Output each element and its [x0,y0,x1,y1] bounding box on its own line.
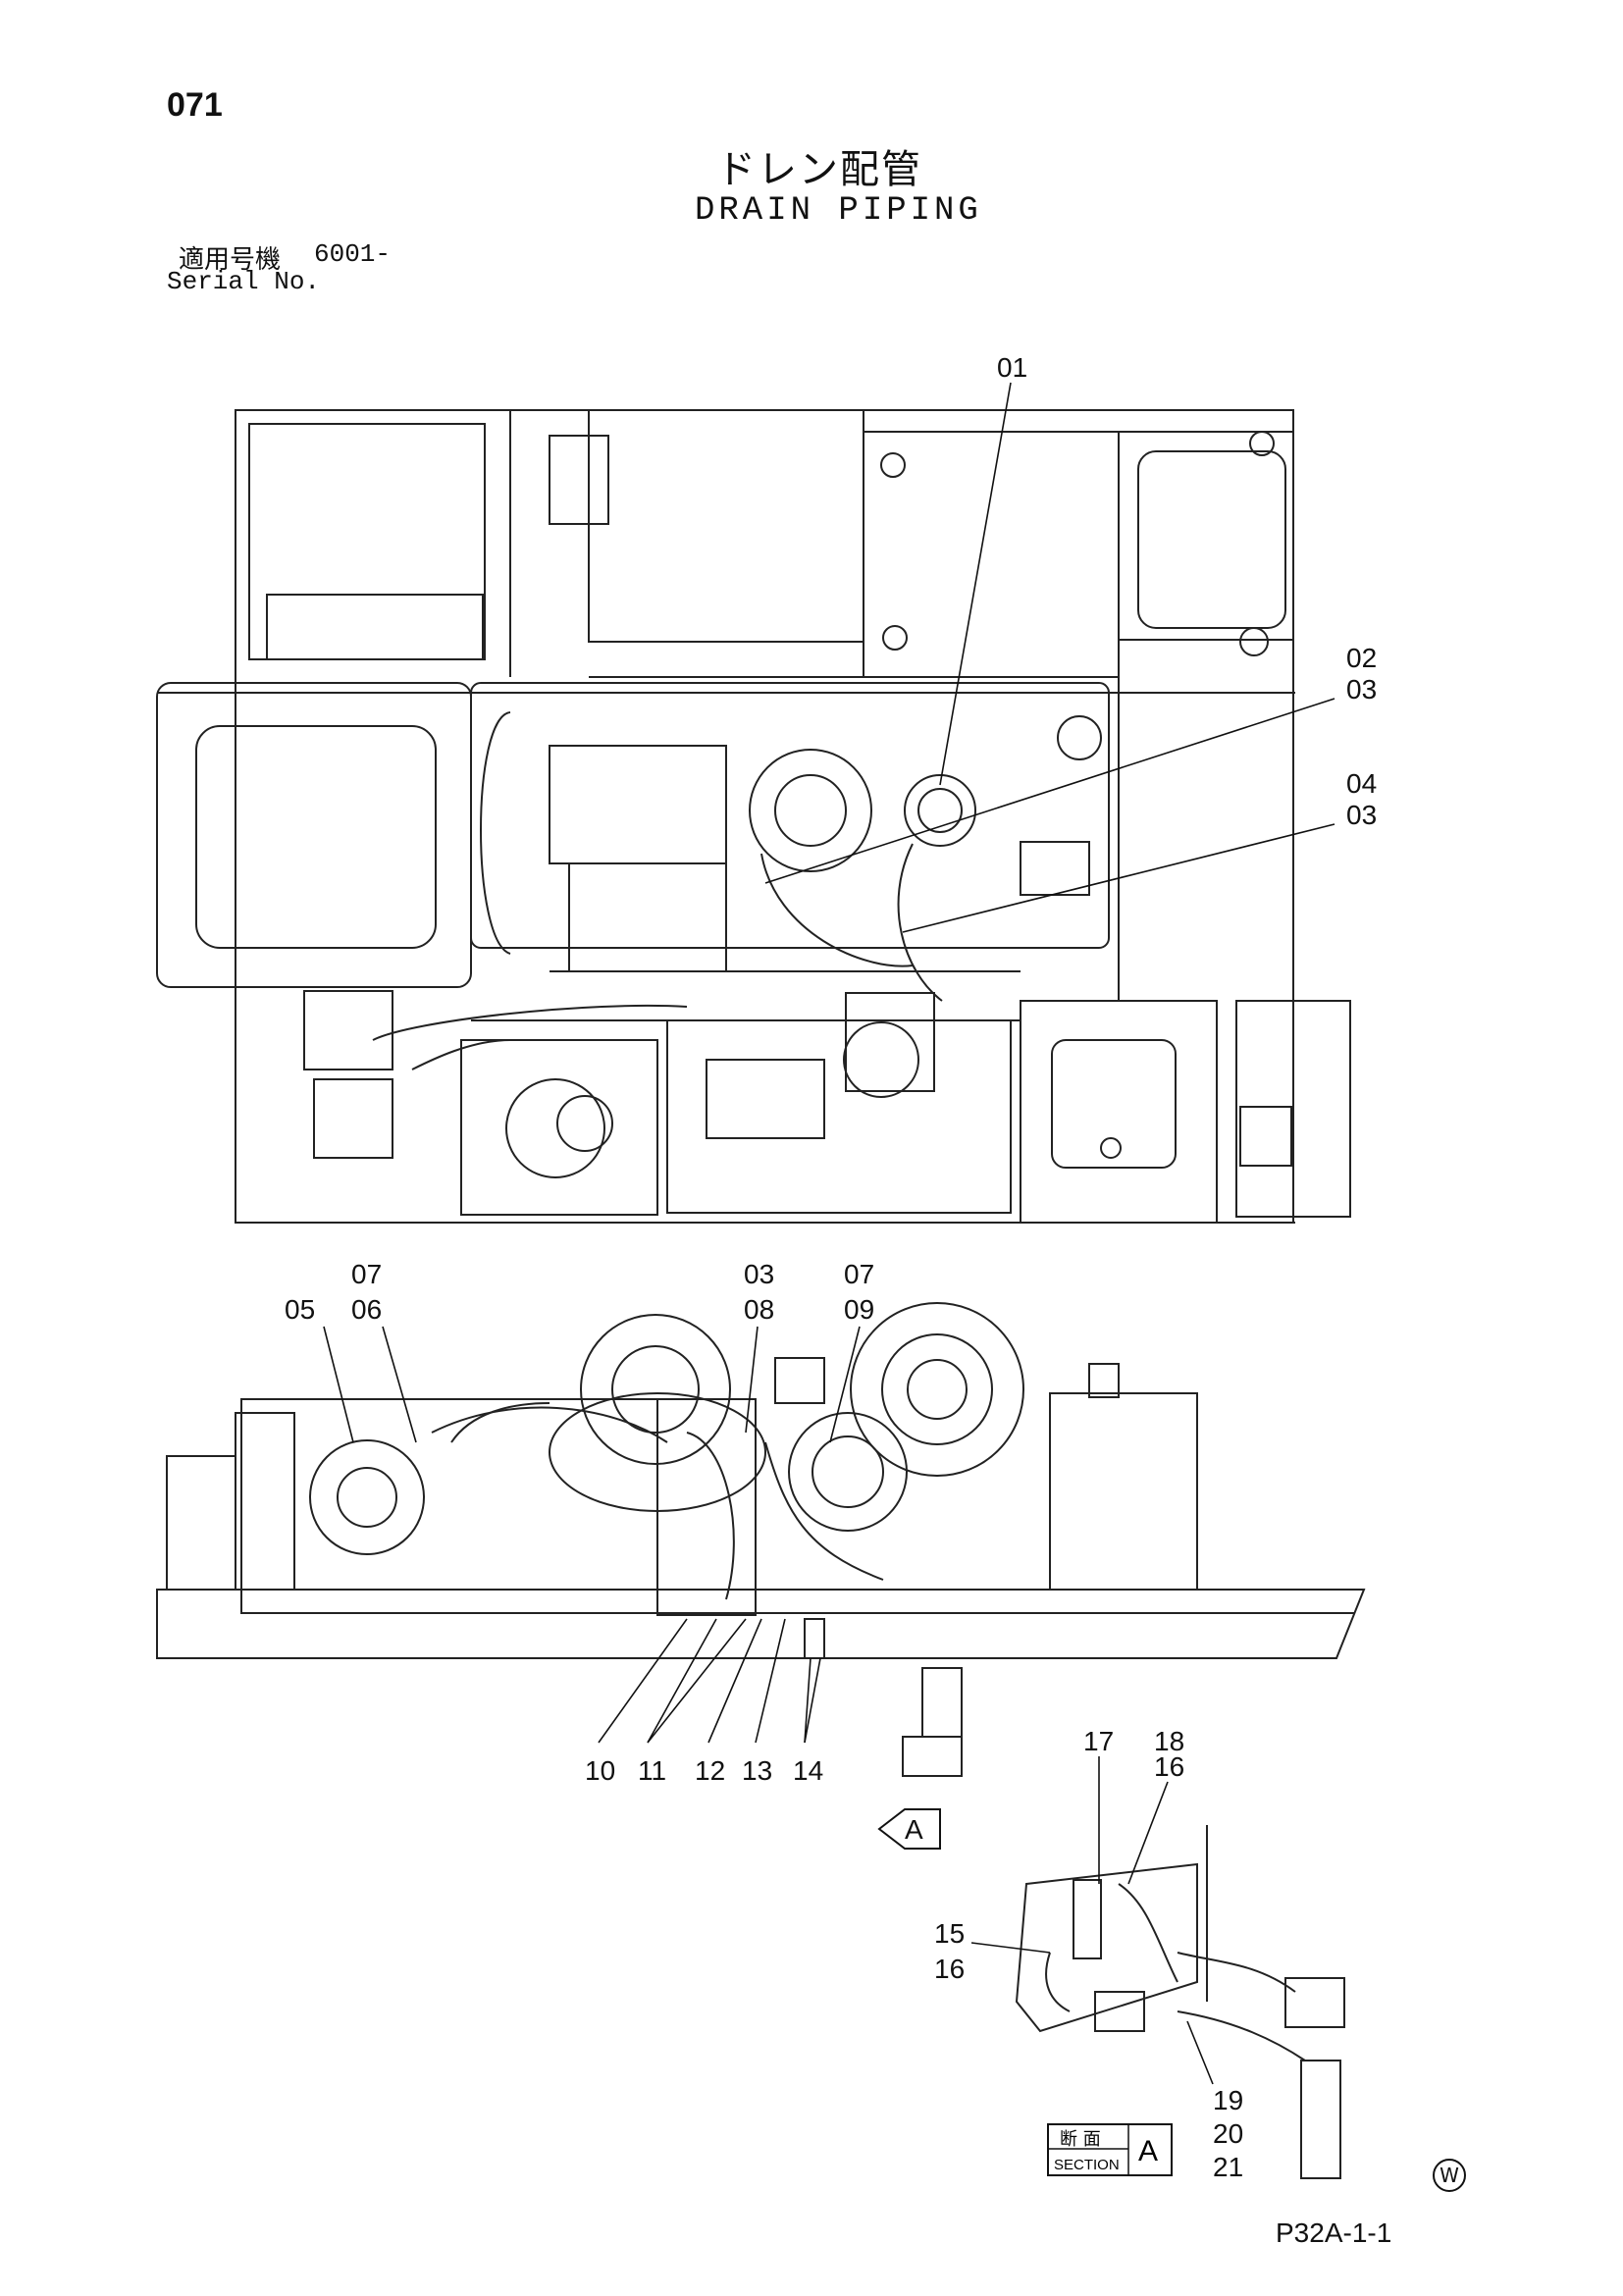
callout-20: 20 [1213,2118,1243,2149]
drawing-code: P32A-1-1 [1276,2218,1392,2248]
callout-16a: 16 [1154,1751,1184,1782]
callout-07b: 07 [844,1259,874,1289]
callout-17: 17 [1083,1726,1114,1756]
side-view [156,1302,1366,1777]
callout-labels: 01 02 03 04 03 05 07 06 03 08 07 09 10 1… [285,352,1377,2182]
section-label-jp: 断 面 [1060,2129,1101,2150]
section-label-box: 断 面 SECTION A [1047,2123,1173,2176]
manufacturer-mark: W [1433,2159,1466,2192]
callout-02: 02 [1346,643,1377,673]
view-a-arrow: A [877,1808,941,1850]
callout-13: 13 [742,1755,772,1786]
section-a-detail [1015,1825,1345,2179]
callout-16b: 16 [934,1954,965,1984]
callout-10: 10 [585,1755,615,1786]
serial-value: 6001- [314,239,392,269]
title-japanese: ドレン配管 [716,147,922,192]
callout-06: 06 [351,1294,382,1325]
callout-08: 08 [744,1294,774,1325]
callout-19: 19 [1213,2085,1243,2115]
callout-09: 09 [844,1294,874,1325]
serial-label-english: Serial No. [167,267,321,296]
serial-label-japanese: 適用号機 [179,245,282,275]
callout-03c: 03 [744,1259,774,1289]
title-english: DRAIN PIPING [695,192,982,230]
callout-12: 12 [695,1755,725,1786]
top-plan-view [156,409,1351,1224]
callout-21: 21 [1213,2152,1243,2182]
callout-11: 11 [638,1755,666,1786]
leader-lines [323,382,1335,2085]
section-label-letter: A [1138,2135,1158,2167]
callout-18: 18 [1154,1726,1184,1756]
section-label-en: SECTION [1054,2157,1120,2173]
view-a-letter: A [905,1814,923,1845]
callout-07a: 07 [351,1259,382,1289]
page-number: 071 [167,86,223,124]
callout-14: 14 [793,1755,823,1786]
callout-03a: 03 [1346,674,1377,704]
callout-15: 15 [934,1918,965,1949]
callout-05: 05 [285,1294,315,1325]
callout-01: 01 [997,352,1027,383]
callout-04: 04 [1346,768,1377,799]
callout-03b: 03 [1346,800,1377,830]
